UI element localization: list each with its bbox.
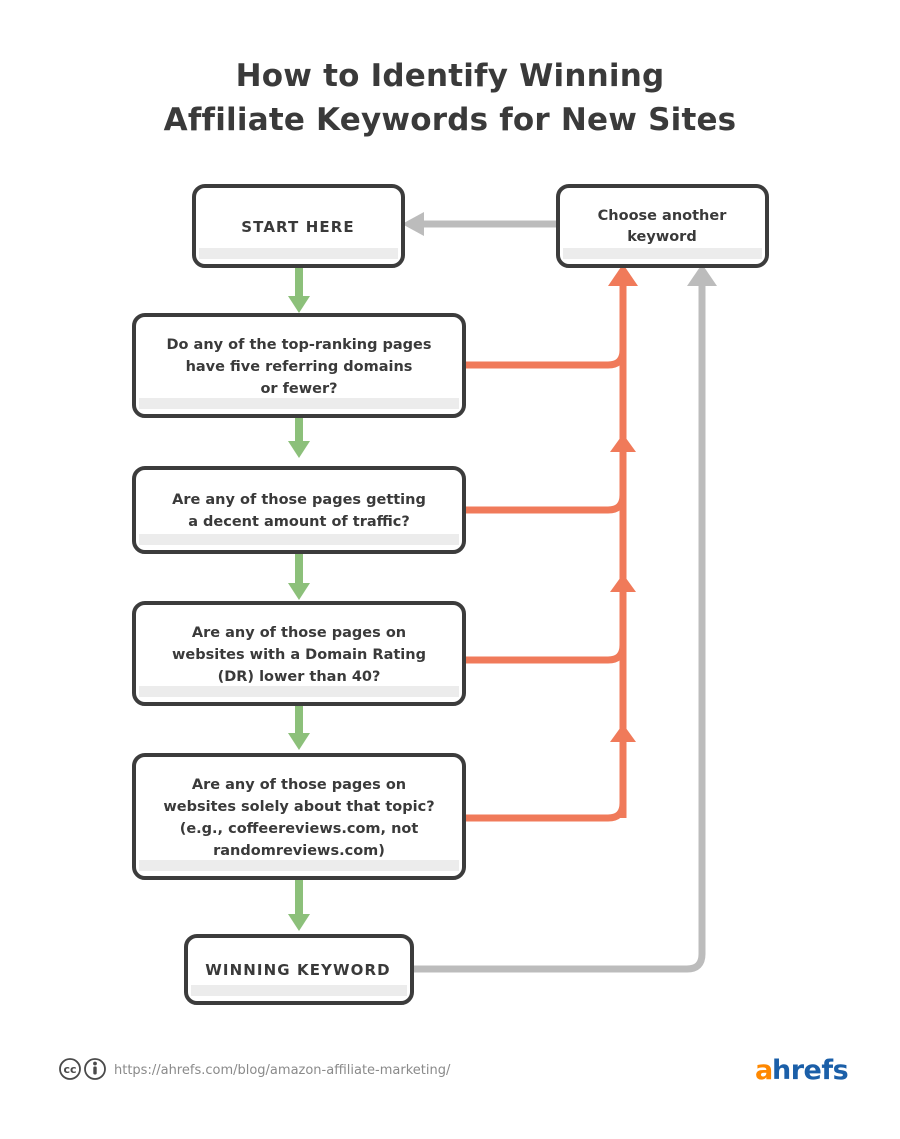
node-question-referring-domains[interactable]: Do any of the top-ranking pages have fiv… [132,313,466,418]
return-arrowhead-into-choose-another [687,264,717,286]
node-q3-line3: (DR) lower than 40? [218,669,381,685]
no-flow-connectors [460,264,638,822]
node-q1-line2: have five referring domains [186,359,413,375]
node-winning-keyword[interactable]: WINNING KEYWORD [184,934,414,1005]
green-arrow-start-to-q1 [288,266,310,313]
node-q3-line1: Are any of those pages on [192,625,406,641]
ahrefs-logo-a: a [755,1055,773,1086]
node-q1-line3: or fewer? [260,381,337,397]
node-q3-line2: websites with a Domain Rating [172,647,426,663]
node-q2-line1: Are any of those pages getting [172,492,426,508]
return-flow-connectors [402,212,717,973]
ahrefs-logo-rest: hrefs [772,1055,848,1086]
green-arrow-q4-to-winner [288,878,310,931]
node-start-here[interactable]: START HERE [192,184,405,268]
node-question-topical-site[interactable]: Are any of those pages on websites solel… [132,753,466,880]
source-url[interactable]: https://ahrefs.com/blog/amazon-affiliate… [114,1063,451,1078]
node-q2-line2: a decent amount of traffic? [188,514,410,530]
node-q4-line4: randomreviews.com) [213,843,385,859]
node-question-decent-traffic[interactable]: Are any of those pages getting a decent … [132,466,466,554]
cc-attribution-icon [84,1058,106,1080]
green-arrow-q3-to-q4 [288,704,310,750]
footer: cc https://ahrefs.com/blog/amazon-affili… [59,1055,849,1086]
ahrefs-logo[interactable]: a hrefs [755,1055,849,1086]
node-q4-line2: websites solely about that topic? [163,799,434,815]
node-q1-line1: Do any of the top-ranking pages [166,337,431,353]
node-q4-line1: Are any of those pages on [192,777,406,793]
node-choose-another-line1: Choose another [598,208,728,224]
green-arrow-q1-to-q2 [288,416,310,458]
page-title-line1: How to Identify Winning [236,58,665,94]
creative-commons-icon: cc [59,1058,81,1080]
no-arrowhead-into-choose-another [608,264,638,286]
node-choose-another-line2: keyword [627,229,696,245]
node-winning-keyword-label: WINNING KEYWORD [205,961,390,979]
green-arrow-q2-to-q3 [288,552,310,600]
yes-flow-connectors [288,266,310,931]
node-question-domain-rating[interactable]: Are any of those pages on websites with … [132,601,466,706]
page-title-line2: Affiliate Keywords for New Sites [164,102,737,138]
node-start-here-label: START HERE [241,218,354,236]
cc-badge-glyph: cc [63,1063,76,1076]
return-arrowhead-into-start [402,212,424,236]
node-choose-another-keyword[interactable]: Choose another keyword [556,184,769,268]
node-q4-line3: (e.g., coffeereviews.com, not [180,821,419,837]
